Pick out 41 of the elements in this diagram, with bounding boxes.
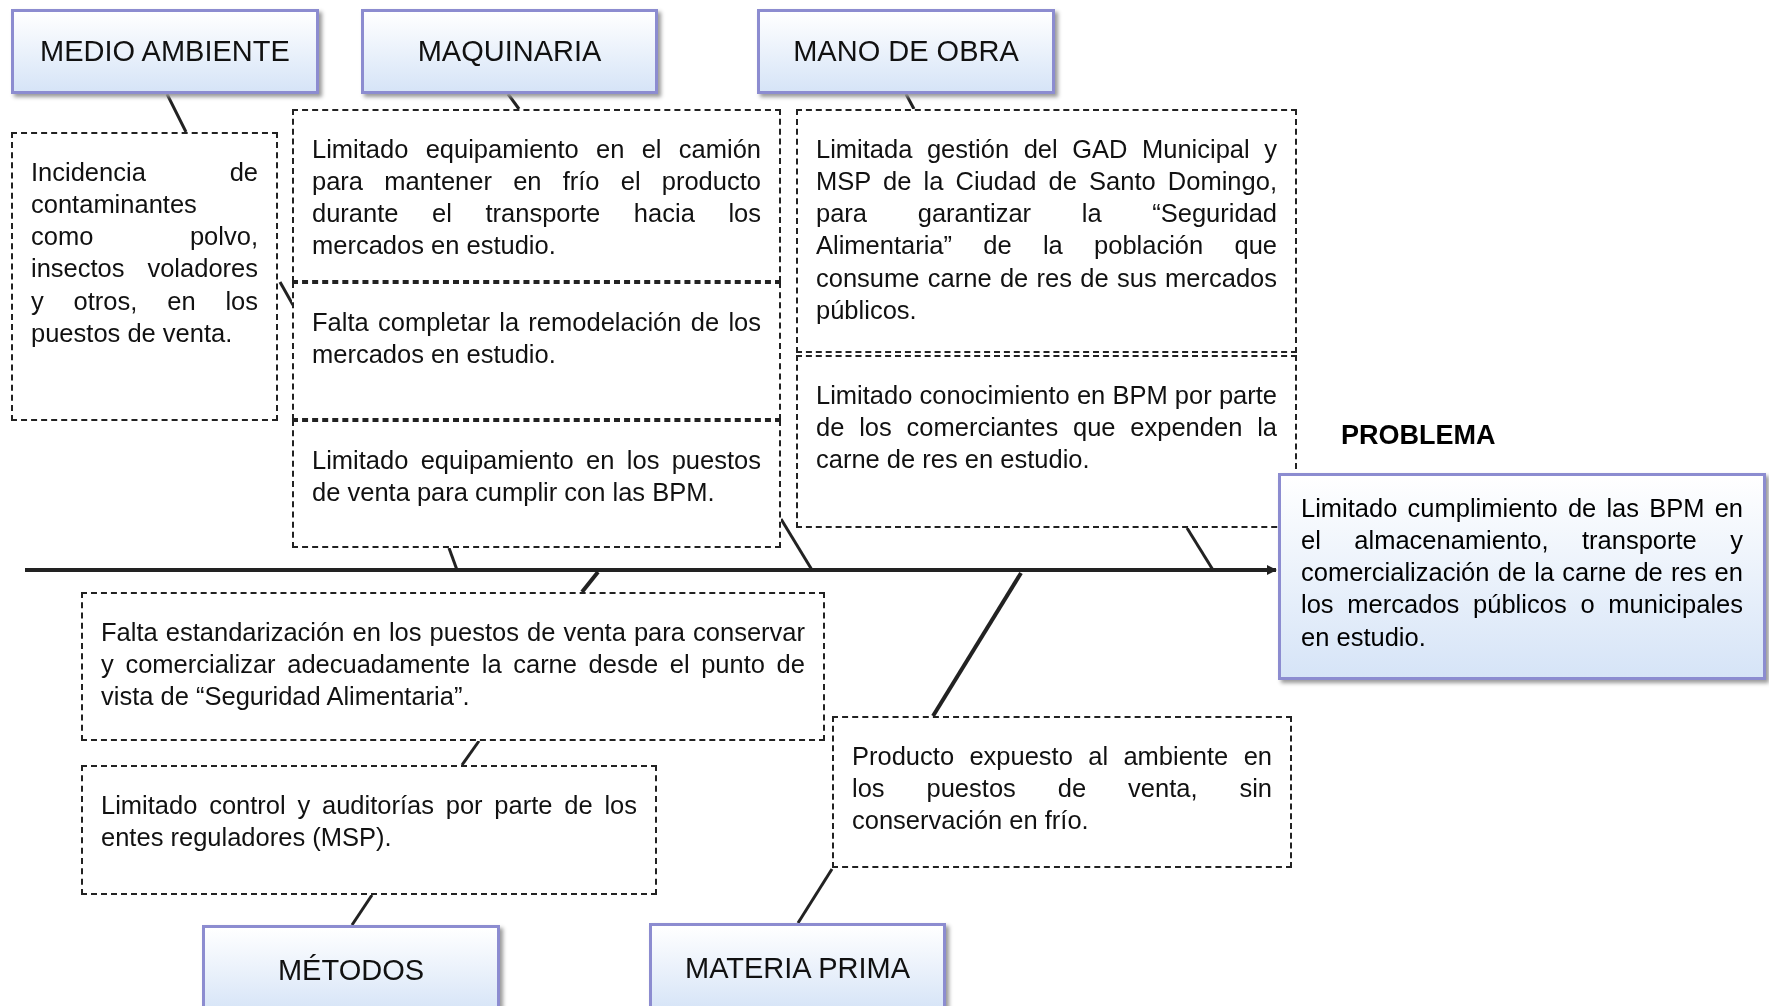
bone-line [447, 547, 459, 571]
category-box [11, 9, 319, 94]
bone-line [931, 571, 1023, 718]
cause-box [796, 109, 1297, 353]
category-box [649, 923, 946, 1006]
bone-line [580, 570, 600, 594]
category-box [202, 925, 500, 1006]
bone-line [460, 740, 481, 766]
cause-text: Limitado control y auditorías por parte de los entes reguladores (MSP). [101, 791, 637, 852]
category-box [757, 9, 1055, 94]
bone-line [350, 894, 374, 926]
bone-line [1185, 527, 1215, 571]
cause-text: Limitada gestión del GAD Municipal y MSP de la Ciudad de Santo Domingo, para garantizar la “Seguridad Alimentaria” de la población que consume carne de res de sus mercados públicos. [816, 135, 1277, 324]
category-label: MAQUINARIA [417, 35, 602, 68]
cause-box [292, 109, 781, 282]
cause-box [11, 132, 278, 421]
cause-box [81, 765, 657, 895]
bone-line [796, 868, 834, 924]
bone-line [904, 93, 916, 110]
bone-line [506, 93, 521, 110]
cause-text: Limitado conocimiento en BPM por parte de los comerciantes que expenden la carne de res en estudio. [816, 381, 1277, 474]
bone-line [165, 93, 188, 133]
cause-box [292, 282, 781, 420]
category-label: MANO DE OBRA [793, 35, 1019, 68]
category-box [361, 9, 658, 94]
category-label: MATERIA PRIMA [684, 951, 911, 985]
cause-text: Falta estandarización en los puestos de venta para conservar y comercializar adecuadamente la carne desde el punto de vista de “Seguridad Alimentaria”. [101, 618, 805, 711]
cause-text: Incidencia de contaminantes como polvo, insectos voladores y otros, en los puestos de venta. [31, 158, 258, 347]
problem-heading: PROBLEMA [1341, 419, 1496, 452]
cause-text: Limitado equipamiento en los puestos de venta para cumplir con las BPM. [312, 446, 761, 507]
cause-box [796, 355, 1297, 528]
cause-text: Falta completar la remodelación de los mercados en estudio. [312, 308, 761, 369]
cause-box [832, 716, 1292, 868]
category-label: MÉTODOS [277, 953, 425, 987]
cause-box [292, 420, 781, 548]
problem-text: Limitado cumplimiento de las BPM en el almacenamiento, transporte y comercialización de la carne de res en los mercados públicos o municipales en estudio. [1301, 494, 1743, 651]
cause-text: Limitado equipamiento en el camión para mantener en frío el producto durante el transporte hacia los mercados en estudio. [312, 135, 761, 260]
category-label: MEDIO AMBIENTE [40, 35, 290, 68]
cause-box [81, 592, 825, 741]
spine-arrow [25, 565, 1277, 575]
cause-text: Producto expuesto al ambiente en los puestos de venta, sin conservación en frío. [852, 742, 1272, 835]
